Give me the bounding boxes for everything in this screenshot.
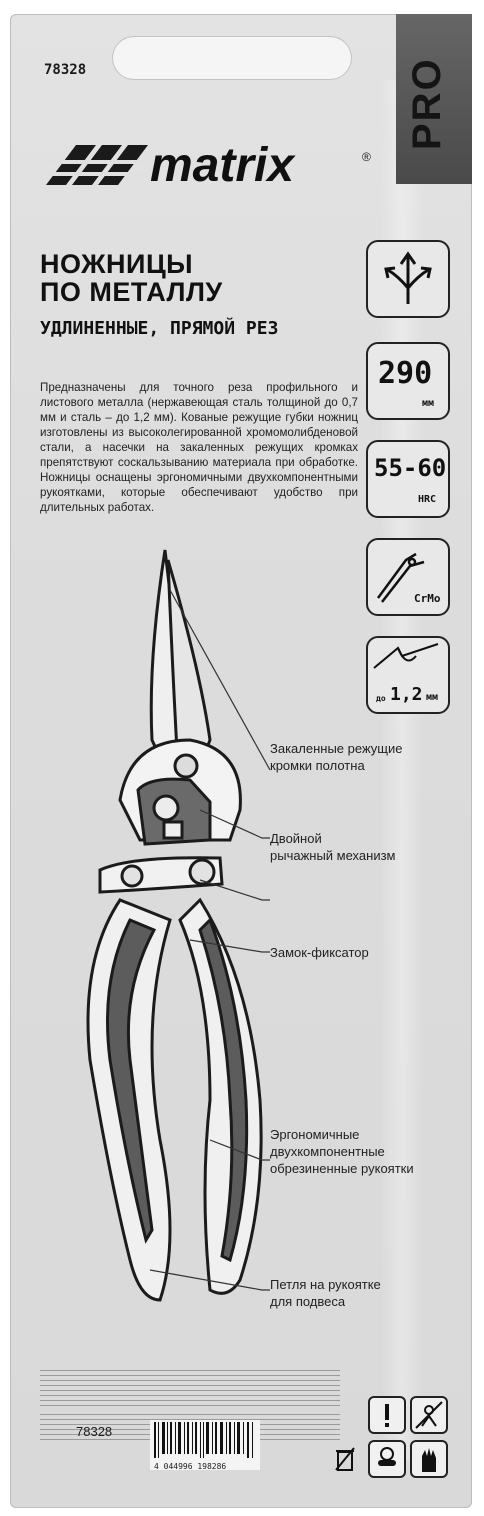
straight-cut-arrows-icon (384, 251, 432, 304)
hardness-value: 55-60 (374, 454, 447, 482)
callout-line: Эргономичные (270, 1127, 360, 1142)
snips-illustration (86, 549, 263, 1302)
no-children-icon (415, 1401, 443, 1429)
barcode-bars-icon (154, 1422, 253, 1458)
fine-print-block-1 (40, 1370, 360, 1410)
product-description: Предназначены для точного реза профильно… (40, 381, 358, 514)
safety-glasses-icon (368, 1440, 406, 1478)
thickness-value: 1,2 (390, 684, 423, 705)
keep-from-children-icon (410, 1396, 448, 1434)
callout-line: кромки полотна (270, 758, 365, 773)
gloves-icon (410, 1440, 448, 1478)
material-label: CrMo (414, 592, 441, 605)
brand-name: matrix (150, 139, 295, 192)
length-spec-box: 290 мм (366, 342, 450, 420)
pro-band (396, 14, 472, 184)
hang-hole (112, 36, 352, 80)
callout-cutting-edges: Закаленные режущие кромки полотна (270, 740, 403, 774)
recycle-bin-icon (334, 1446, 356, 1472)
material-spec-box: CrMo (366, 538, 450, 616)
goggles-icon (378, 1447, 396, 1466)
hardness-spec-box: 55-60 HRC (366, 440, 450, 518)
article-number-top: 78328 (44, 62, 87, 78)
matrix-logo-icon (42, 145, 148, 185)
callout-line: Петля на рукоятке (270, 1277, 381, 1292)
callout-handles: Эргономичные двухкомпонентные обрезиненн… (270, 1126, 414, 1177)
product-title: НОЖНИЦЫ ПО МЕТАЛЛУ (40, 250, 223, 306)
registered-mark: ® (362, 150, 371, 164)
article-number-bottom: 78328 (76, 1424, 113, 1439)
cut-direction-box (366, 240, 450, 318)
thickness-spec-box: до 1,2 мм (366, 636, 450, 714)
product-subtitle: УДЛИНЕННЫЕ, ПРЯМОЙ РЕЗ (40, 318, 279, 339)
callout-latch: Замок-фиксатор (270, 944, 369, 961)
callout-hang-loop: Петля на рукоятке для подвеса (270, 1276, 381, 1310)
exclamation-icon (385, 1404, 389, 1427)
title-line-2: ПО МЕТАЛЛУ (40, 277, 223, 307)
barcode-digits: 4 044996 198286 (154, 1462, 227, 1471)
length-unit: мм (422, 398, 435, 409)
length-value: 290 (378, 356, 433, 391)
warning-icon (368, 1396, 406, 1434)
callout-line: для подвеса (270, 1294, 346, 1309)
callout-lever-mechanism: Двойной рычажный механизм (270, 830, 395, 864)
snips-jaw-icon (376, 552, 425, 603)
thickness-prefix: до (376, 694, 386, 703)
barcode (150, 1420, 260, 1470)
sheet-cut-icon (373, 643, 439, 669)
callout-line: Замок-фиксатор (270, 945, 369, 960)
glove-icon (422, 1448, 436, 1472)
callout-line: рычажный механизм (270, 848, 396, 863)
title-line-1: НОЖНИЦЫ (40, 249, 194, 279)
callout-line: обрезиненные рукоятки (270, 1161, 414, 1176)
hardness-unit: HRC (418, 494, 437, 505)
callout-line: Закаленные режущие (270, 741, 403, 756)
callout-line: двухкомпонентные (270, 1144, 385, 1159)
thickness-unit: мм (426, 692, 439, 703)
callout-line: Двойной (270, 831, 322, 846)
